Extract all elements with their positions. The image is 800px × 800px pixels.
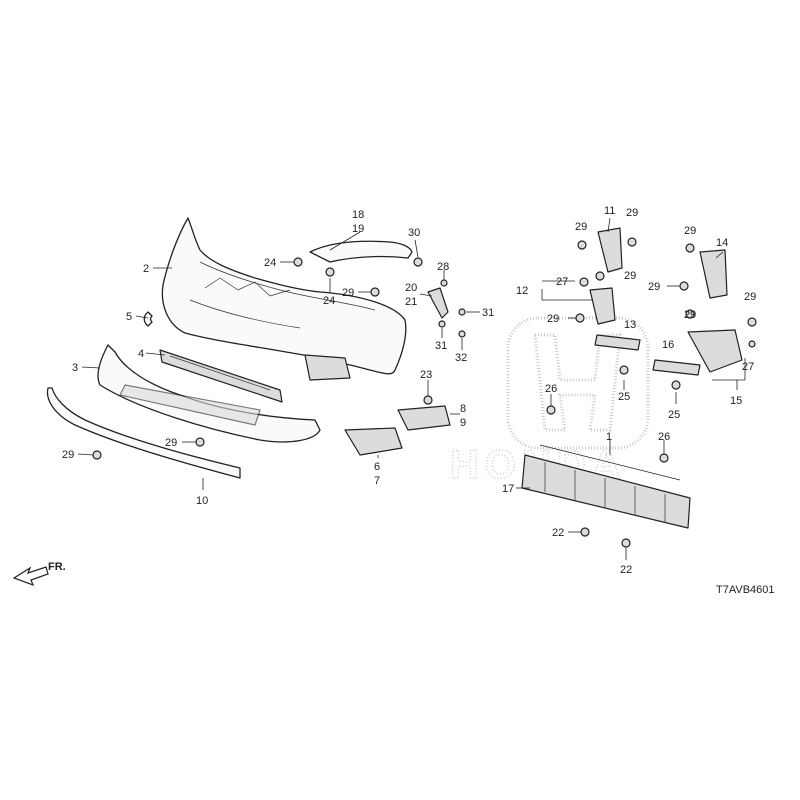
label-29i: 29	[648, 281, 660, 293]
label-3: 3	[72, 362, 78, 374]
label-25a: 25	[618, 391, 630, 403]
grille	[159, 349, 283, 403]
label-29c: 29	[62, 449, 74, 461]
label-19: 19	[352, 223, 364, 235]
label-22a: 22	[552, 527, 564, 539]
label-7: 7	[374, 475, 380, 487]
label-25b: 25	[668, 409, 680, 421]
label-31a: 31	[482, 307, 494, 319]
slide-13	[594, 334, 641, 351]
label-13: 13	[624, 319, 636, 331]
label-2: 2	[143, 263, 149, 275]
label-29h: 29	[684, 225, 696, 237]
fog-light	[344, 427, 403, 456]
label-20: 20	[405, 282, 417, 294]
label-29j: 29	[744, 291, 756, 303]
part-labels: 1 2 3 4 5 6 7 8 9 10 11 12 13 14 15 16 1…	[62, 205, 756, 576]
label-29e: 29	[626, 207, 638, 219]
bracket-12	[589, 287, 616, 325]
label-1: 1	[606, 431, 612, 443]
label-8: 8	[460, 403, 466, 415]
label-29f: 29	[624, 270, 636, 282]
bracket-20-21	[427, 287, 449, 319]
diagram-code: T7AVB4601	[716, 584, 775, 596]
label-28: 28	[437, 261, 449, 273]
bracket-arm	[309, 240, 413, 263]
bracket-14	[699, 249, 728, 299]
fastener-icons	[92, 237, 757, 548]
label-30: 30	[408, 227, 420, 239]
label-5: 5	[126, 311, 132, 323]
rod-1	[539, 444, 681, 481]
label-9: 9	[460, 417, 466, 429]
label-29k: 29	[684, 309, 696, 321]
label-29a: 29	[342, 287, 354, 299]
label-21: 21	[405, 296, 417, 308]
label-27a: 27	[556, 276, 568, 288]
label-23: 23	[420, 369, 432, 381]
label-22b: 22	[620, 564, 632, 576]
front-direction-arrow: FR.	[12, 561, 66, 587]
label-18: 18	[352, 209, 364, 221]
fog-bezel	[397, 405, 451, 431]
label-26b: 26	[658, 431, 670, 443]
label-24b: 24	[323, 295, 335, 307]
label-17: 17	[502, 483, 514, 495]
label-26a: 26	[545, 383, 557, 395]
label-29b: 29	[165, 437, 177, 449]
label-15: 15	[730, 395, 742, 407]
slide-16	[652, 359, 701, 376]
label-11: 11	[604, 205, 615, 217]
label-12: 12	[516, 285, 528, 297]
lower-lip	[46, 387, 241, 479]
label-29d: 29	[575, 221, 587, 233]
absorber-17	[521, 454, 691, 529]
label-27b: 27	[742, 361, 754, 373]
label-24a: 24	[264, 257, 276, 269]
label-4: 4	[138, 348, 144, 360]
bracket-11	[597, 227, 623, 273]
label-10: 10	[196, 495, 208, 507]
label-16: 16	[662, 339, 674, 351]
label-6: 6	[374, 461, 380, 473]
label-29g: 29	[547, 313, 559, 325]
leader-lines	[77, 217, 746, 560]
direction-label: FR.	[48, 561, 66, 573]
bracket-15	[687, 329, 743, 373]
label-14: 14	[716, 237, 728, 249]
lower-cover	[97, 344, 321, 443]
label-31b: 31	[435, 340, 447, 352]
front-bumper-face	[161, 217, 407, 381]
label-32: 32	[455, 352, 467, 364]
clip-part-5	[143, 311, 153, 327]
